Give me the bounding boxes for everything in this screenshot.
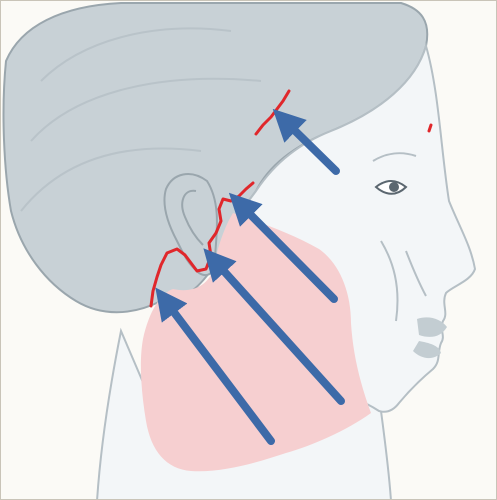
eye-pupil — [389, 182, 399, 192]
incision-small — [429, 125, 431, 131]
